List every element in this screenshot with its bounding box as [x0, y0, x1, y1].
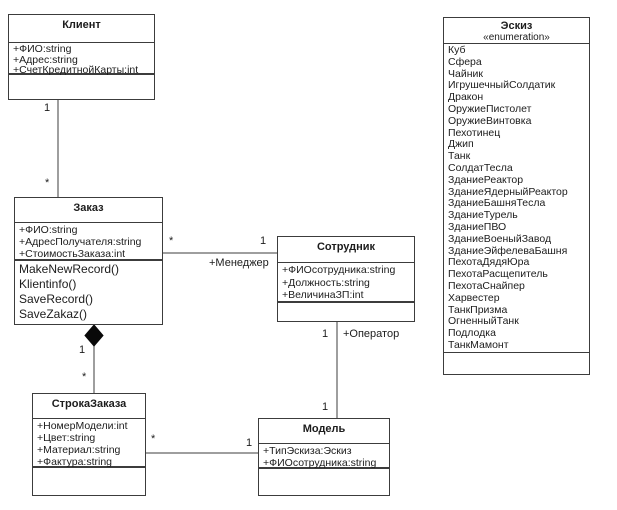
multiplicity-stroka-end-right: * — [151, 433, 156, 445]
composition-diamond — [84, 324, 104, 347]
enumeration-eskiz-name: Эскиз — [500, 20, 533, 32]
class-sotrudnik-attributes: +ФИОсотрудника:string+Должность:string+В… — [278, 262, 414, 303]
enum-literal: Дракон — [448, 91, 484, 104]
multiplicity-model-end-left: 1 — [246, 437, 253, 449]
enum-literal: ЗданиеБашняТесла — [448, 197, 546, 210]
attribute: +Материал:string — [37, 444, 121, 456]
enum-literal: Харвестер — [448, 291, 500, 304]
class-zakaz-operations: MakeNewRecord()Klientinfo()SaveRecord()S… — [15, 261, 162, 324]
attribute: +Фактура:string — [37, 456, 112, 468]
class-klient-name: Клиент — [62, 19, 101, 31]
enum-literal: ОгненныйТанк — [448, 315, 519, 328]
class-klient[interactable]: Клиент +ФИО:string+Адрес:string+СчетКред… — [8, 14, 155, 100]
enumeration-stereotype: «enumeration» — [483, 32, 550, 43]
operation: MakeNewRecord() — [19, 262, 120, 276]
class-klient-attributes: +ФИО:string+Адрес:string+СчетКредитнойКа… — [9, 42, 154, 77]
class-zakaz[interactable]: Заказ +ФИО:string+АдресПолучателя:string… — [14, 197, 163, 325]
enum-literal: ОружиеПистолет — [448, 102, 532, 115]
attribute: +НомерМодели:int — [37, 420, 128, 432]
enum-literal: Подлодка — [448, 327, 496, 340]
enum-literal: ТанкМамонт — [448, 338, 509, 351]
enum-literal: Танк — [448, 150, 471, 163]
enum-literal: Джип — [448, 138, 474, 151]
enum-literal: ОружиеВинтовка — [448, 114, 532, 127]
attribute: +Должность:string — [282, 276, 370, 289]
enum-literal: ИгрушечныйСолдатик — [448, 79, 556, 92]
class-model-attributes: +ТипЭскиза:Эскиз+ФИОсотрудника:string — [259, 443, 389, 469]
multiplicity-zakaz-end-right: * — [169, 235, 174, 247]
enum-literal: ЗданиеЯдерныйРеактор — [448, 185, 568, 198]
class-model[interactable]: Модель +ТипЭскиза:Эскиз+ФИОсотрудника:st… — [258, 418, 390, 496]
attribute: +Адрес:string — [13, 53, 78, 66]
class-model-operations — [259, 469, 389, 495]
attribute: +ФИО:string — [19, 224, 78, 236]
operation: SaveZakaz() — [19, 307, 88, 321]
enum-literal: ПехотаДядяЮра — [448, 256, 530, 269]
class-model-name: Модель — [302, 423, 346, 435]
attribute: +ФИО:string — [13, 43, 72, 55]
role-operator-label: +Оператор — [343, 328, 400, 340]
attribute: +ВеличинаЗП:int — [282, 289, 364, 302]
class-strokazakaza[interactable]: СтрокаЗаказа +НомерМодели:int+Цвет:strin… — [32, 393, 146, 496]
class-zakaz-attributes: +ФИО:string+АдресПолучателя:string+Стоим… — [15, 222, 162, 261]
class-sotrudnik[interactable]: Сотрудник +ФИОсотрудника:string+Должност… — [277, 236, 415, 322]
attribute: +Цвет:string — [37, 432, 96, 444]
enum-literal: ЗданиеПВО — [448, 220, 507, 233]
operation: Klientinfo() — [19, 277, 77, 291]
enum-literal: Сфера — [448, 55, 482, 68]
class-strokazakaza-name: СтрокаЗаказа — [51, 398, 127, 410]
enumeration-eskiz-header: Эскиз «enumeration» — [444, 18, 589, 43]
multiplicity-composition-stroka-end: * — [82, 371, 87, 383]
multiplicity-composition-zakaz-end: 1 — [79, 344, 86, 356]
enum-literal: ТанкПризма — [448, 303, 508, 316]
enum-literal: ЗданиеВоеныйЗавод — [448, 232, 552, 245]
attribute: +АдресПолучателя:string — [19, 236, 142, 248]
enum-literal: ЗданиеЭйфелеваБашня — [448, 244, 568, 257]
enum-literal: ПехотаСнайпер — [448, 279, 525, 292]
multiplicity-klient-end: 1 — [44, 102, 51, 114]
attribute: +ТипЭскиза:Эскиз — [263, 445, 352, 457]
enum-literal: СолдатТесла — [448, 161, 513, 174]
class-sotrudnik-name: Сотрудник — [316, 241, 376, 253]
enum-literal: ЗданиеТурель — [448, 209, 518, 222]
enum-literal: Чайник — [448, 67, 483, 80]
multiplicity-sotrudnik-end-bottom: 1 — [322, 328, 329, 340]
enum-literal: Куб — [448, 44, 466, 56]
operation: SaveRecord() — [19, 292, 94, 306]
enum-literal: ЗданиеРеактор — [448, 173, 524, 186]
enum-literal: ПехотаРасщепитель — [448, 268, 548, 281]
attribute: +СчетКредитнойКарты:int — [13, 64, 139, 77]
enum-literal: Пехотинец — [448, 126, 501, 139]
multiplicity-sotrudnik-end-left: 1 — [260, 235, 267, 247]
class-sotrudnik-operations — [278, 303, 414, 321]
attribute: +ФИОсотрудника:string — [282, 264, 396, 276]
multiplicity-zakaz-end-top: * — [45, 177, 50, 189]
enumeration-eskiz-empty-compartment — [444, 353, 589, 374]
class-strokazakaza-attributes: +НомерМодели:int+Цвет:string+Материал:st… — [33, 418, 145, 468]
role-manager-label: +Менеджер — [209, 257, 269, 269]
class-zakaz-name: Заказ — [73, 202, 104, 214]
multiplicity-model-end-top: 1 — [322, 401, 329, 413]
class-strokazakaza-operations — [33, 468, 145, 495]
attribute: +ФИОсотрудника:string — [263, 457, 377, 469]
attribute: +СтоимостьЗаказа:int — [19, 248, 126, 260]
class-klient-operations — [9, 75, 154, 99]
